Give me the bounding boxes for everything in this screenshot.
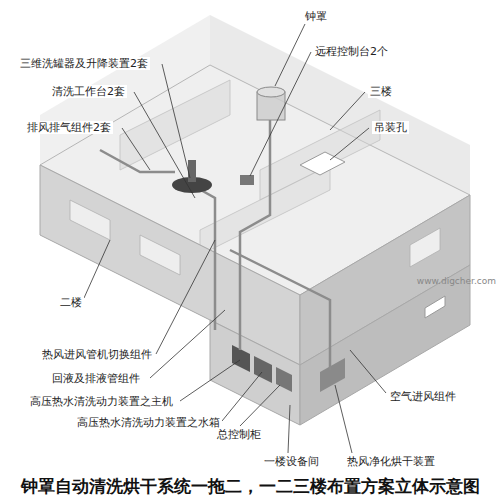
leader-line: [84, 24, 386, 453]
lift: [188, 160, 196, 182]
watermark: www.digcher.com: [417, 276, 496, 287]
part-label: 三维洗罐器及升降装置2套: [18, 57, 150, 70]
part-label: 高压热水清洗动力装置之主机: [28, 395, 175, 408]
part-label: 空气进风组件: [388, 390, 458, 403]
part-label: 吊装孔: [372, 121, 409, 134]
part-label: 热风净化烘干装置: [345, 455, 437, 468]
part-label: 钟罩: [303, 10, 329, 23]
room-label: 一楼设备间: [262, 455, 321, 468]
part-label: 热风进风管机切换组件: [40, 348, 154, 361]
part-label: 排风排气组件2套: [25, 121, 113, 134]
part-label: 清洗工作台2套: [50, 85, 127, 98]
wall: [300, 265, 470, 425]
part-label: 回液及排液管组件: [50, 372, 142, 385]
door: [425, 296, 445, 318]
part-label: 总控制柜: [215, 428, 263, 441]
bell-cover: [257, 87, 285, 97]
wall: [210, 320, 300, 425]
duct: [100, 120, 330, 370]
title: 钟罩自动清洗烘干系统一拖二，一二三楼布置方案立体示意图: [0, 476, 500, 496]
floor-label: 三楼: [368, 85, 394, 98]
partition: [120, 80, 230, 170]
equipment: [232, 345, 345, 392]
partition: [200, 165, 330, 255]
part-label: 远程控制台2个: [313, 45, 390, 58]
hoisting-hole: [300, 152, 345, 175]
console: [240, 175, 254, 185]
floor-label: 二楼: [58, 296, 84, 309]
part-label: 高压热水清洗动力装置之水箱: [75, 416, 222, 429]
